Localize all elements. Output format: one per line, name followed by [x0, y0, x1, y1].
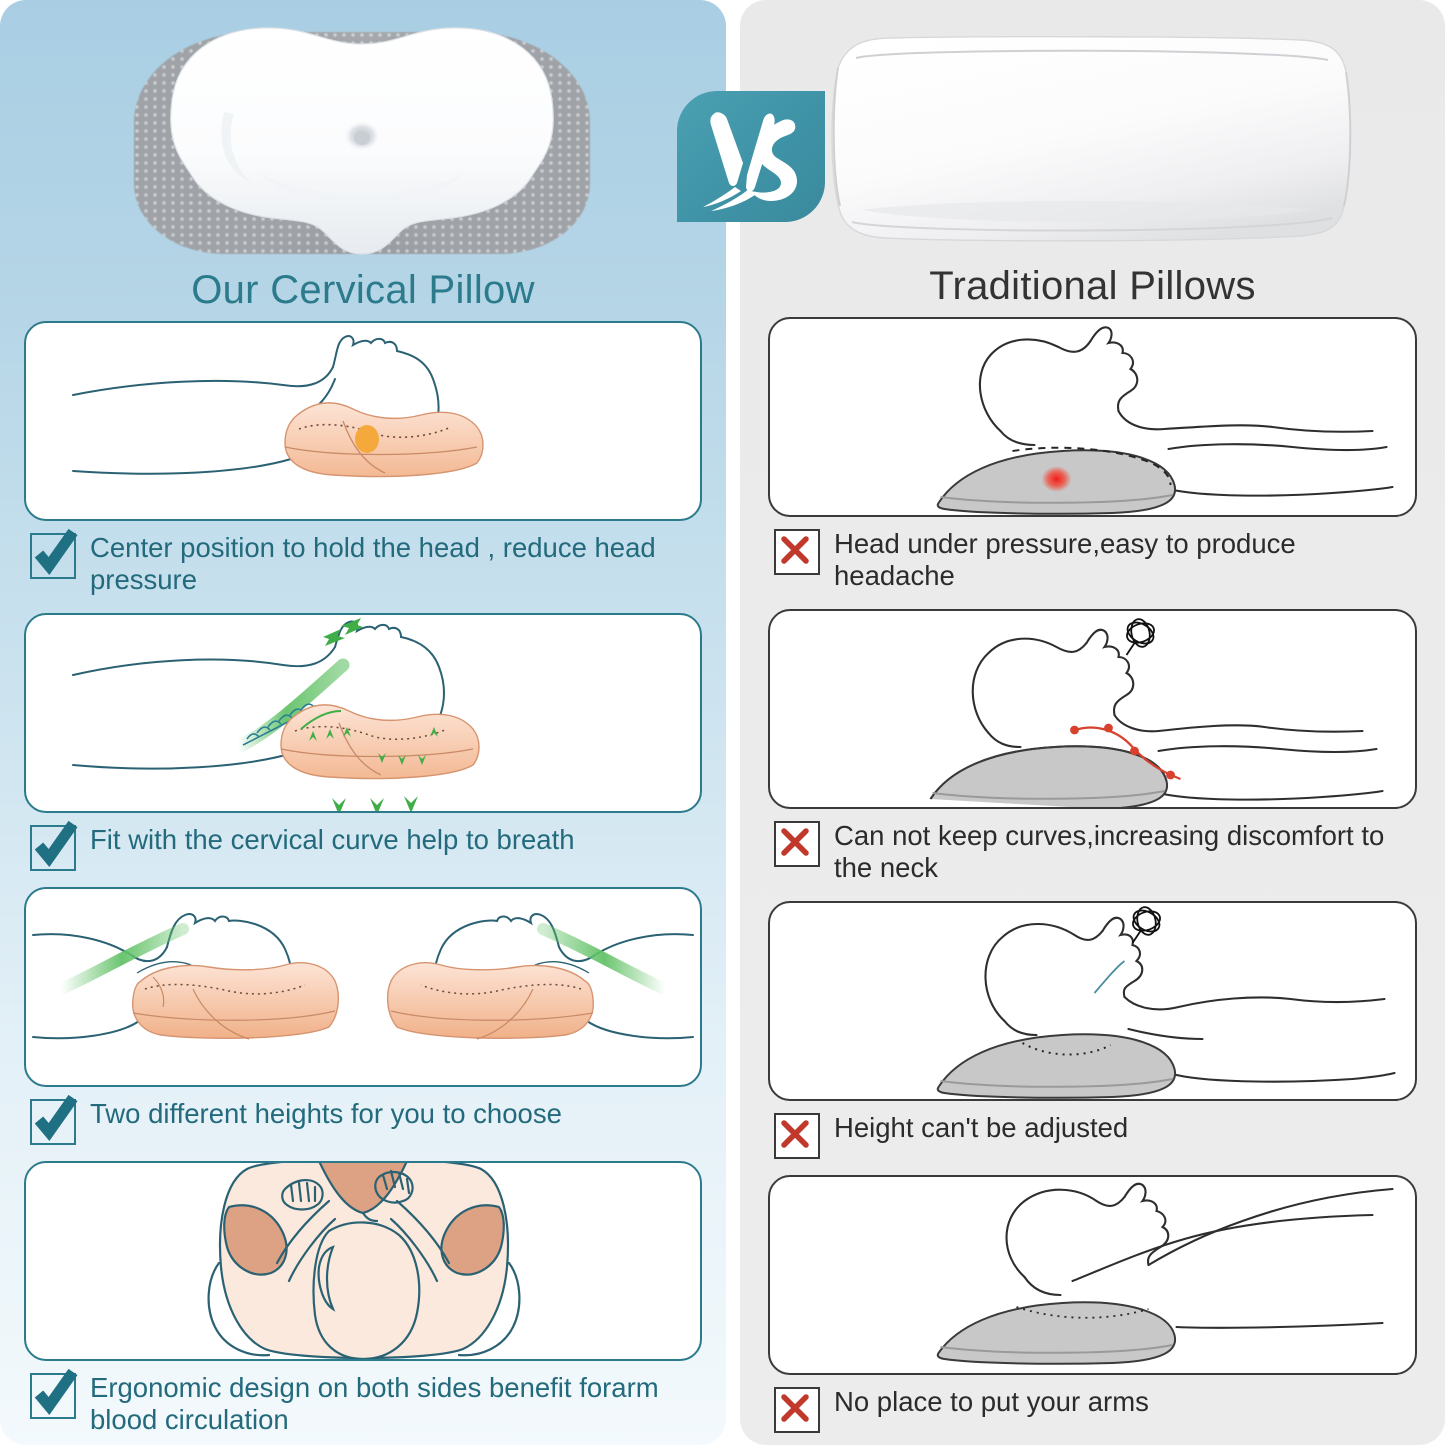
right-illustration-1: [768, 317, 1417, 517]
x-icon: [774, 820, 820, 867]
cervical-pillow-photo: [0, 0, 726, 272]
left-caption-4: Ergonomic design on both sides benefit f…: [24, 1361, 702, 1445]
left-rows: Center position to hold the head , reduc…: [0, 321, 726, 1445]
left-caption-2-text: Fit with the cervical curve help to brea…: [90, 823, 575, 855]
x-icon: [774, 1386, 820, 1433]
vs-logo-icon: [703, 112, 797, 211]
right-illustration-3: [768, 900, 1417, 1101]
left-column-title: Our Cervical Pillow: [191, 268, 535, 312]
right-caption-1-text: Head under pressure,easy to produce head…: [834, 528, 1296, 592]
x-icon: [774, 529, 820, 575]
left-illustration-2: [24, 612, 702, 813]
cervical-pillow-image: [112, 14, 612, 264]
right-caption-3: Height can't be adjusted: [768, 1101, 1417, 1167]
left-caption-3: Two different heights for you to choose: [24, 1087, 702, 1153]
right-illustration-2: [768, 608, 1417, 809]
traditional-pillow-photo: [740, 0, 1445, 268]
x-icon: [774, 1112, 820, 1159]
right-rows: Head under pressure,easy to produce head…: [740, 317, 1445, 1441]
left-caption-1-text: Center position to hold the head , reduc…: [90, 532, 656, 596]
right-caption-4-text: No place to put your arms: [834, 1385, 1149, 1417]
right-caption-4: No place to put your arms: [768, 1375, 1417, 1441]
check-icon: [30, 1368, 78, 1419]
right-illustration-4: [768, 1174, 1417, 1375]
left-illustration-1: [24, 321, 702, 521]
left-column-our-pillow: Our Cervical Pillow: [0, 0, 726, 1445]
left-caption-4-text: Ergonomic design on both sides benefit f…: [90, 1371, 659, 1436]
left-caption-1: Center position to hold the head , reduc…: [24, 521, 702, 605]
left-caption-3-text: Two different heights for you to choose: [90, 1097, 562, 1129]
right-caption-1: Head under pressure,easy to produce head…: [768, 517, 1417, 601]
pillow-foam-body: [112, 14, 612, 264]
right-column-traditional: Traditional Pillows: [740, 0, 1445, 1445]
right-column-title: Traditional Pillows: [929, 264, 1256, 308]
right-caption-2: Can not keep curves,increasing discomfor…: [768, 809, 1417, 893]
left-illustration-4: [24, 1160, 702, 1361]
right-caption-2-text: Can not keep curves,increasing discomfor…: [834, 819, 1385, 884]
vs-badge: [677, 91, 825, 222]
check-icon: [30, 1094, 78, 1145]
traditional-pillow-image: [772, 10, 1412, 260]
left-caption-2: Fit with the cervical curve help to brea…: [24, 813, 702, 879]
left-illustration-3: [24, 886, 702, 1087]
check-icon: [30, 528, 78, 579]
check-icon: [30, 820, 78, 871]
right-caption-3-text: Height can't be adjusted: [834, 1111, 1129, 1143]
